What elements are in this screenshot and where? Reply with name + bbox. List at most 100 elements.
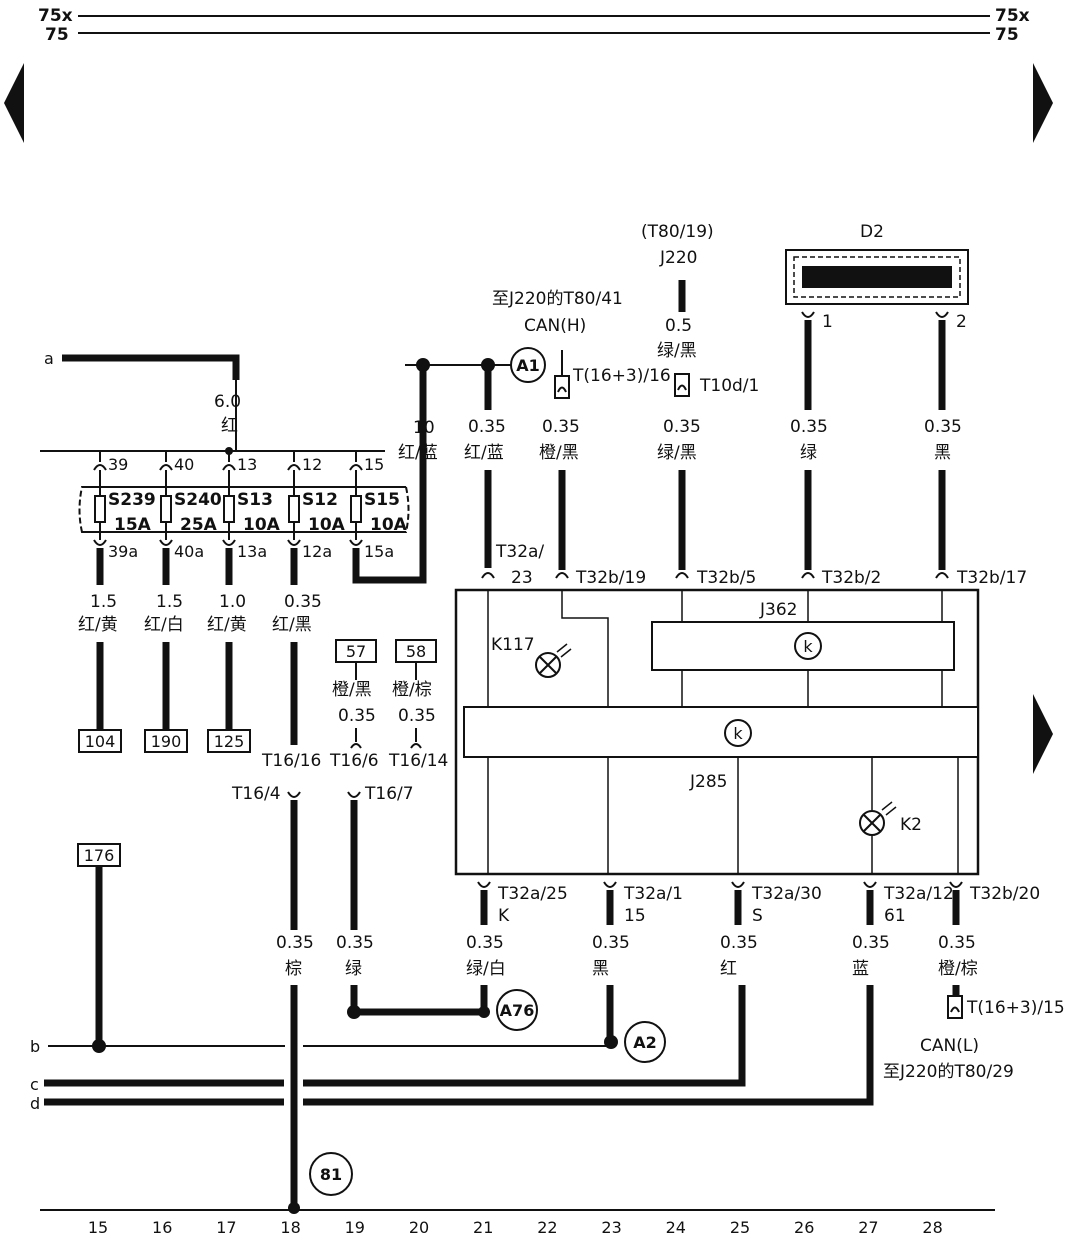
bottom-pin-size: 0.35: [720, 933, 758, 953]
canh-pin: T32b/19: [575, 568, 646, 588]
bus-b-label: b: [30, 1037, 40, 1056]
j220-pin2: T32b/5: [696, 568, 756, 588]
column-number: 19: [345, 1218, 365, 1237]
ref-57: 57: [346, 642, 366, 661]
bottom-pin-label: T32a/1: [623, 884, 683, 904]
bottom-pin-label: T32b/20: [969, 884, 1040, 904]
ref57-conn: T16/6: [329, 751, 379, 771]
feed10-color: 红/蓝: [398, 443, 438, 463]
fuse-wire-color: 红/黄: [78, 615, 118, 635]
column-number: 28: [922, 1218, 942, 1237]
module-top-pins: [481, 572, 949, 579]
column-number: 20: [409, 1218, 429, 1237]
arrow-left-icon[interactable]: [4, 63, 24, 143]
j220-size2: 0.35: [663, 417, 701, 437]
d2-pin1: 1: [822, 312, 833, 332]
fuse-out-label: 39a: [108, 542, 138, 561]
fuse-list: 3939aS23915A4040aS24025A1313aS1310A1212a…: [93, 451, 408, 561]
connector-a76: [496, 989, 538, 1031]
bottom-pin-size: 0.35: [592, 933, 630, 953]
j220-name: J220: [659, 248, 697, 268]
j220-conn: T10d/1: [699, 376, 759, 396]
d2-w1-color: 绿: [800, 443, 817, 463]
j285-module-icon: [724, 719, 752, 747]
fuse-wire-size: 1.0: [219, 592, 246, 612]
bottom-pin-color: 红: [720, 959, 737, 979]
fuse-name-label: S12: [302, 490, 338, 510]
bus-c-label: c: [30, 1075, 39, 1094]
wire-a1-color: 红/蓝: [464, 443, 504, 463]
rail-75x-right: 75x: [995, 6, 1030, 26]
j285-symbol: k: [733, 724, 743, 743]
module-box: J362 k k J285 K117 K2: [454, 588, 980, 876]
connector-a1: [510, 347, 546, 383]
j220-size: 0.5: [665, 316, 692, 336]
canl-conn: T(16+3)/15: [966, 998, 1065, 1018]
fuse-wire-ref: 104: [85, 732, 116, 751]
column-number: 18: [280, 1218, 300, 1237]
fuse-amp-label: 10A: [243, 515, 281, 535]
arrow-right-top-icon[interactable]: [1033, 63, 1053, 143]
canh-color: 橙/黑: [539, 443, 579, 463]
bottom-pin-size: 0.35: [852, 933, 890, 953]
fuse-wire-color: 红/黑: [272, 615, 312, 635]
t16-7-label: T16/7: [364, 784, 414, 804]
k117-label: K117: [491, 635, 535, 655]
column-number: 21: [473, 1218, 493, 1237]
connector-a1-label: A1: [516, 356, 540, 375]
column-number: 24: [666, 1218, 686, 1237]
canl-to: 至J220的T80/29: [883, 1062, 1014, 1082]
wire-a1-conn2: 23: [511, 568, 533, 588]
canl-name: CAN(L): [920, 1036, 979, 1056]
column-number: 25: [730, 1218, 750, 1237]
bus-c: c: [30, 985, 746, 1094]
ref-176: 176: [77, 843, 121, 1046]
arrow-right-mid-icon[interactable]: [1033, 694, 1053, 774]
j362-module-icon: [794, 632, 822, 660]
bus-a: a 6.0 红: [44, 349, 241, 455]
d2-w2-size: 0.35: [924, 417, 962, 437]
fuse-amp-label: 10A: [308, 515, 346, 535]
wire-a1-size: 0.35: [468, 417, 506, 437]
d2-w1-pin: T32b/2: [821, 568, 881, 588]
t16-4-label: T16/4: [231, 784, 281, 804]
fuse-wire-ref: 125: [214, 732, 245, 751]
bottom-pin-signal: 15: [624, 906, 646, 926]
column-number: 17: [216, 1218, 236, 1237]
t16-connectors: T16/16 T16/4 T16/7 0.35 棕 0.35 绿: [231, 751, 484, 1210]
bottom-pin-label: T32a/12: [883, 884, 954, 904]
rail-75x-left: 75x: [38, 6, 73, 26]
j285-label: J285: [689, 772, 727, 792]
fuse-amp-label: 15A: [114, 515, 152, 535]
bus-b: b: [30, 1035, 618, 1056]
fuse-out-label: 15a: [364, 542, 394, 561]
j220-color: 绿/黑: [657, 341, 697, 361]
column-number: 26: [794, 1218, 814, 1237]
fuse-wire-ref: 190: [151, 732, 182, 751]
fuse-name-label: S239: [108, 490, 156, 510]
ref-57-58: 57 58 橙/黑 橙/棕 0.35 0.35 T16/6 T16/14: [329, 639, 448, 771]
k2-label: K2: [900, 815, 922, 835]
ref-176-label: 176: [84, 846, 115, 865]
module-bottom-pins: T32a/25K0.35绿/白T32a/1150.35黑T32a/30S0.35…: [466, 881, 1040, 1042]
ref57-size: 0.35: [338, 706, 376, 726]
t16-16-label: T16/16: [261, 751, 321, 771]
feed10-size: 10: [413, 418, 435, 438]
bottom-pin-color: 橙/棕: [938, 959, 978, 979]
green-size: 0.35: [336, 933, 374, 953]
ground-81-label: 81: [320, 1165, 342, 1184]
feed-color: 红: [221, 416, 238, 436]
bottom-pin-size: 0.35: [938, 933, 976, 953]
fuse-wire-3: 0.35红/黑: [272, 548, 322, 745]
j220-pin: (T80/19): [641, 222, 714, 242]
wire-a1-conn: T32a/: [495, 542, 544, 562]
bottom-pin-label: T32a/30: [751, 884, 822, 904]
j362-symbol: k: [803, 637, 813, 656]
d2-w2-pin: T32b/17: [956, 568, 1027, 588]
d2-w2-color: 黑: [934, 443, 951, 463]
fuse-box: [40, 450, 410, 533]
